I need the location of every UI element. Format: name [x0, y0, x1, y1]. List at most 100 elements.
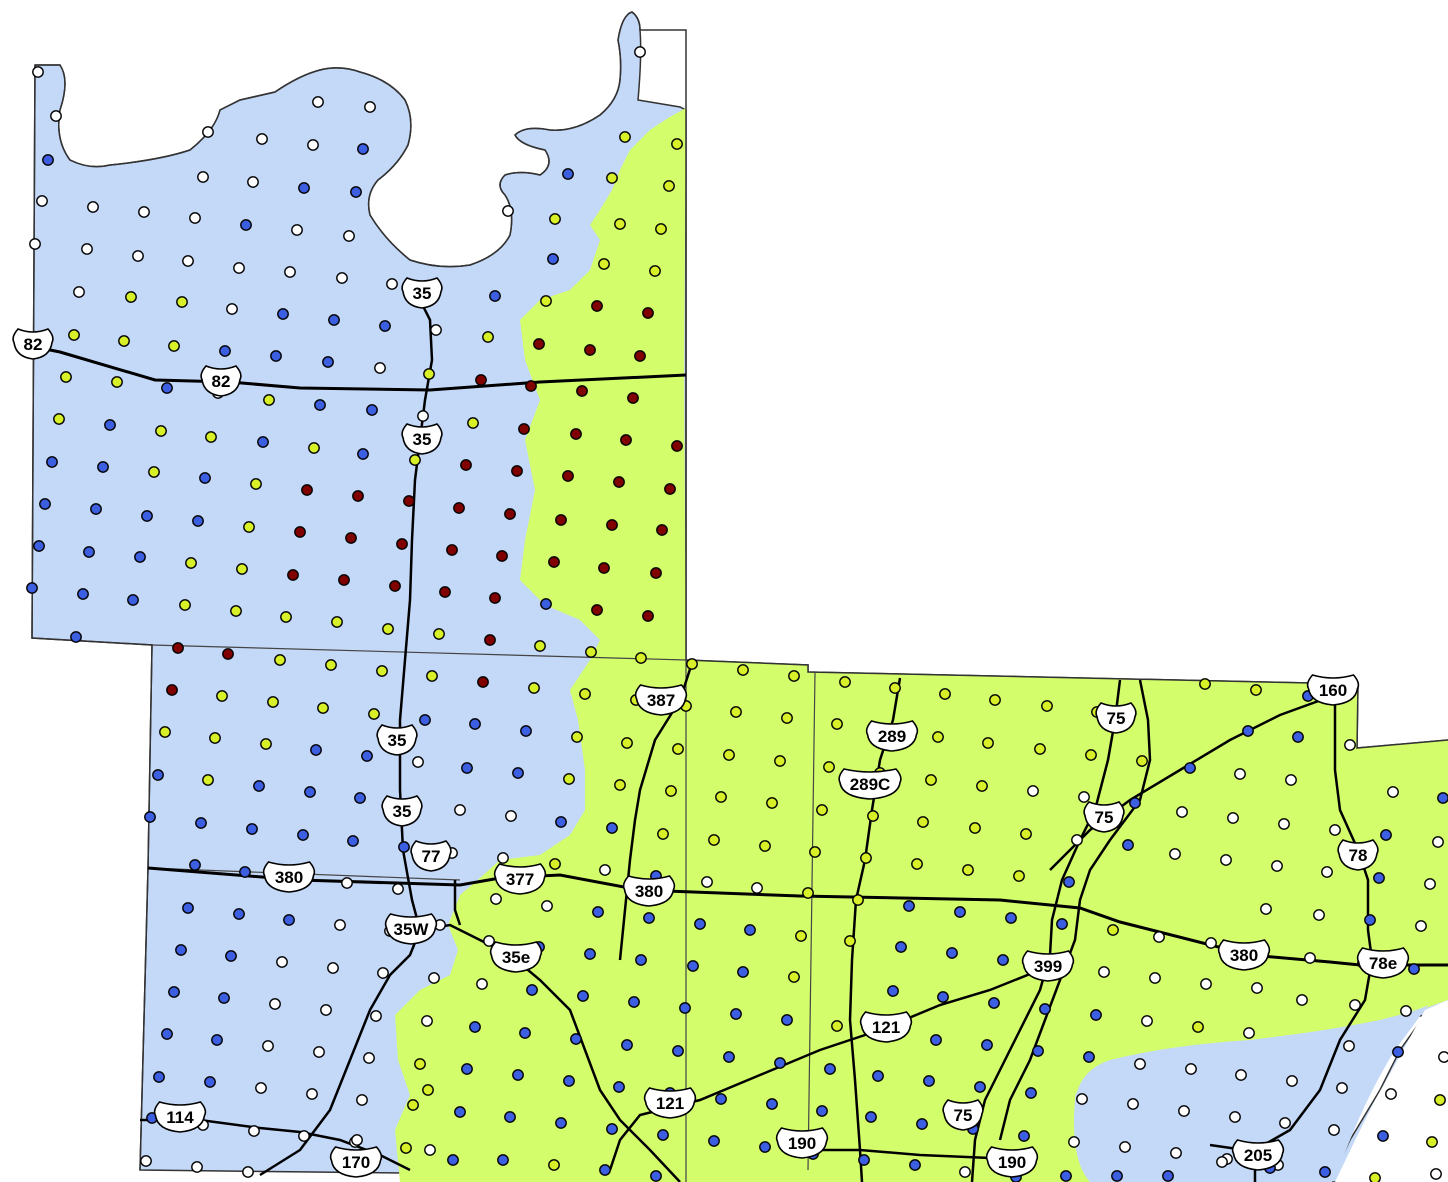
route-number: 289	[878, 727, 906, 746]
blue-sample-point	[283, 914, 295, 926]
yellow-sample-point	[118, 335, 130, 347]
blue-sample-point	[872, 1070, 884, 1082]
white-sample-point	[497, 852, 509, 864]
route-number: 35W	[394, 920, 430, 939]
red-sample-point	[403, 495, 415, 507]
white-sample-point	[341, 877, 353, 889]
blue-sample-point	[694, 918, 706, 930]
blue-sample-point	[461, 1063, 473, 1075]
yellow-sample-point	[308, 442, 320, 454]
blue-sample-point	[679, 1002, 691, 1014]
blue-sample-point	[182, 902, 194, 914]
white-sample-point	[1400, 1005, 1412, 1017]
white-sample-point	[1260, 903, 1272, 915]
route-number: 380	[1230, 946, 1258, 965]
shield-icon	[1306, 674, 1360, 706]
shield-icon	[12, 328, 54, 360]
yellow-sample-point	[788, 670, 800, 682]
white-sample-point	[1279, 1117, 1291, 1129]
white-sample-point	[351, 1134, 363, 1146]
red-sample-point	[475, 374, 487, 386]
route-number: 35	[413, 430, 432, 449]
shield-icon	[859, 1011, 913, 1043]
red-sample-point	[389, 580, 401, 592]
white-sample-point	[29, 238, 41, 250]
road-segment	[24, 343, 687, 392]
blue-sample-point	[1292, 731, 1304, 743]
white-sample-point	[1178, 1105, 1190, 1117]
blue-sample-point	[954, 906, 966, 918]
blue-sample-point	[981, 1039, 993, 1051]
blue-sample-point	[90, 503, 102, 515]
route-shield-us78e: 78e	[1356, 947, 1410, 979]
white-sample-point	[1432, 836, 1444, 848]
route-shield-us205: 205	[1231, 1139, 1285, 1171]
blue-sample-point	[562, 168, 574, 180]
yellow-sample-point	[1041, 700, 1053, 712]
white-sample-point	[298, 1130, 310, 1142]
yellow-sample-point	[831, 1020, 843, 1032]
blue-sample-point	[606, 1123, 618, 1135]
blue-sample-point	[83, 546, 95, 558]
red-sample-point	[664, 483, 676, 495]
blue-sample-point	[1392, 1046, 1404, 1058]
route-shield-us190-west: 190	[775, 1127, 829, 1159]
blue-sample-point	[1162, 1170, 1174, 1182]
blue-sample-point	[240, 219, 252, 231]
white-sample-point	[306, 1088, 318, 1100]
white-sample-point	[291, 224, 303, 236]
red-sample-point	[570, 428, 582, 440]
yellow-sample-point	[176, 296, 188, 308]
yellow-sample-point	[274, 654, 286, 666]
blue-sample-point	[297, 829, 309, 841]
blue-sample-point	[909, 1159, 921, 1171]
yellow-sample-point	[426, 670, 438, 682]
white-sample-point	[421, 1015, 433, 1027]
yellow-sample-point	[1250, 684, 1262, 696]
shield-icon	[985, 1146, 1039, 1178]
white-sample-point	[1271, 860, 1283, 872]
red-sample-point	[591, 604, 603, 616]
white-sample-point	[1229, 1111, 1241, 1123]
yellow-sample-point	[723, 749, 735, 761]
yellow-sample-point	[635, 652, 647, 664]
yellow-sample-point	[368, 708, 380, 720]
shield-icon	[775, 1127, 829, 1159]
shield-icon	[838, 768, 902, 800]
yellow-sample-point	[585, 646, 597, 658]
blue-sample-point	[887, 985, 899, 997]
white-sample-point	[1304, 952, 1316, 964]
red-sample-point	[352, 490, 364, 502]
yellow-sample-point	[263, 394, 275, 406]
yellow-sample-point	[982, 737, 994, 749]
shield-icon	[381, 795, 423, 827]
red-sample-point	[627, 392, 639, 404]
road-segment	[998, 679, 1152, 1141]
white-sample-point	[1349, 999, 1361, 1011]
blue-sample-point	[246, 823, 258, 835]
shield-icon	[643, 1087, 697, 1119]
white-sample-point	[1251, 982, 1263, 994]
route-number: 289C	[850, 775, 891, 794]
white-sample-point	[454, 804, 466, 816]
white-sample-point	[1227, 812, 1239, 824]
yellow-sample-point	[267, 696, 279, 708]
blue-sample-point	[520, 725, 532, 737]
red-sample-point	[301, 484, 313, 496]
yellow-sample-point	[68, 329, 80, 341]
red-sample-point	[613, 476, 625, 488]
red-sample-point	[562, 470, 574, 482]
blue-sample-point	[512, 767, 524, 779]
white-sample-point	[1296, 994, 1308, 1006]
route-shield-us380-mid: 380	[622, 875, 676, 907]
white-sample-point	[1071, 834, 1083, 846]
blue-sample-point	[461, 762, 473, 774]
yellow-sample-point	[179, 599, 191, 611]
shield-icon	[1083, 801, 1125, 833]
yellow-sample-point	[216, 690, 228, 702]
route-shield-us77: 77	[410, 840, 452, 872]
route-number: 78e	[1369, 954, 1397, 973]
white-sample-point	[1200, 978, 1212, 990]
yellow-sample-point	[423, 368, 435, 380]
